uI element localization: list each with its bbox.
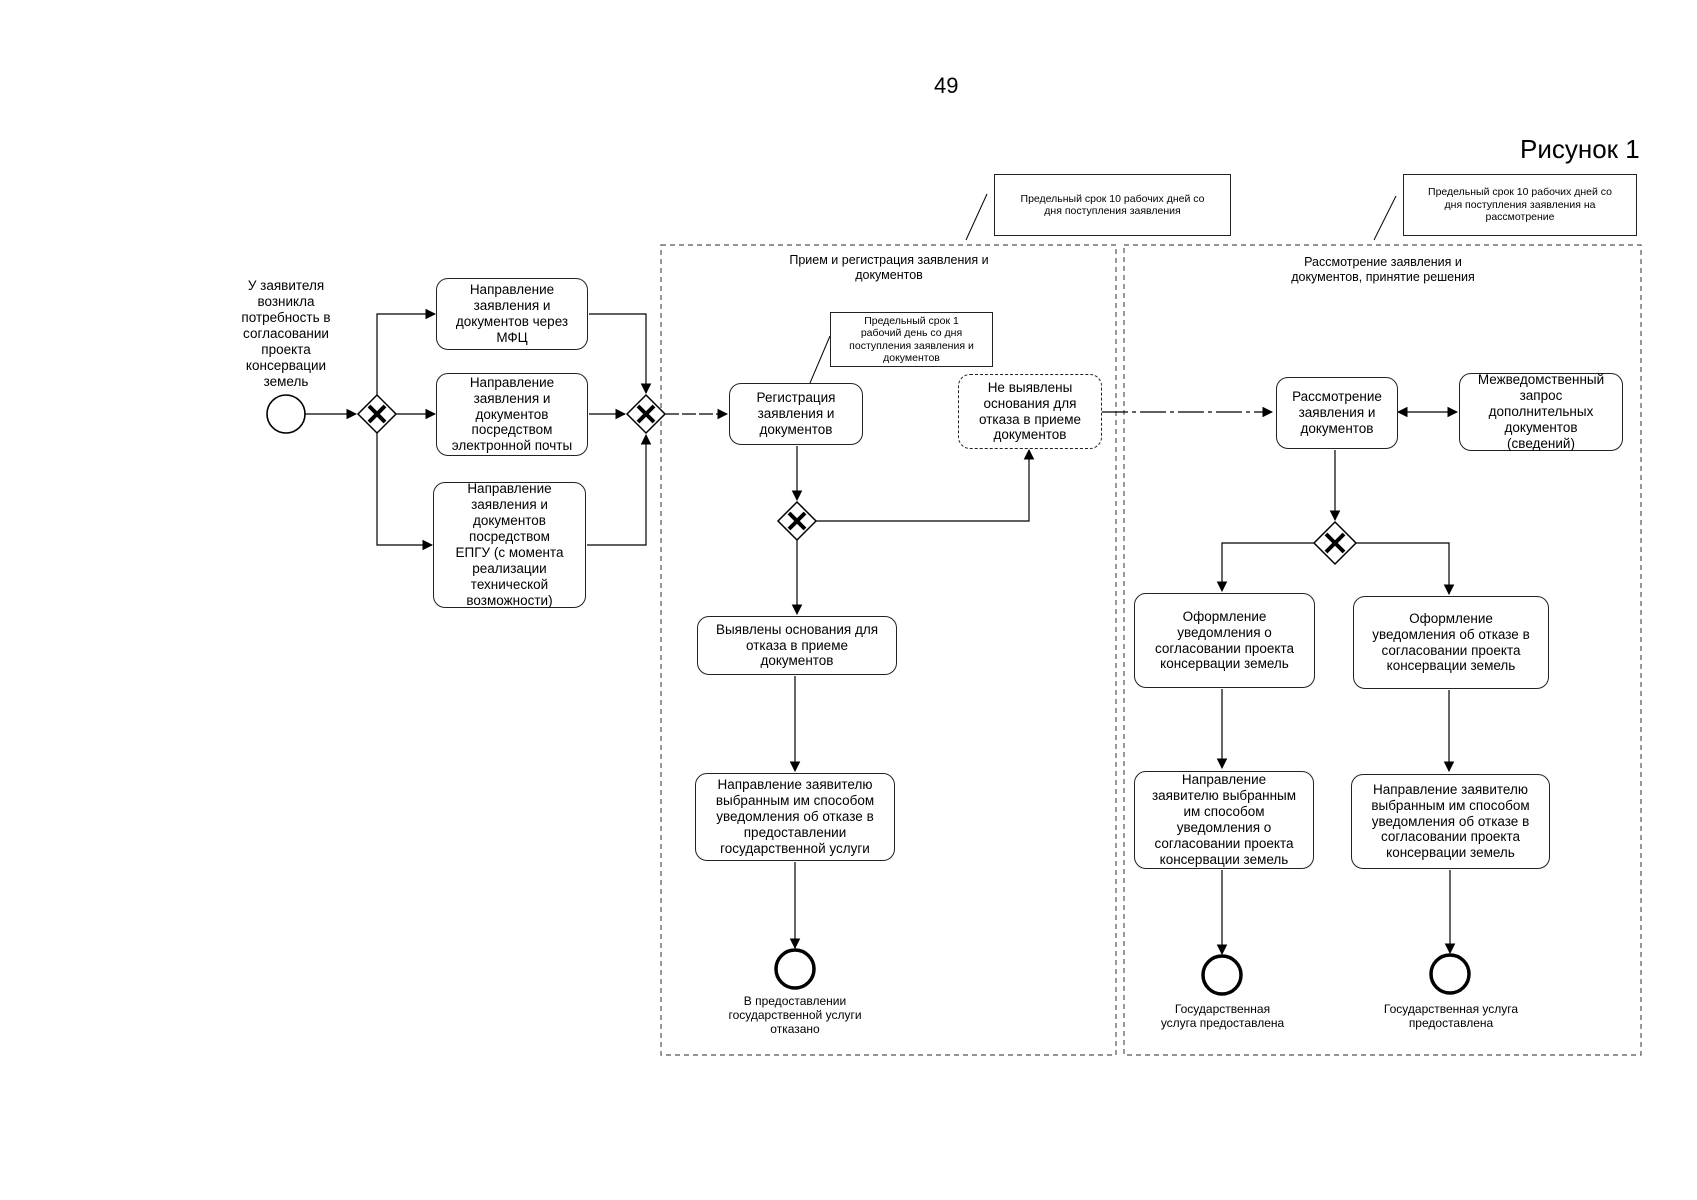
task-via-mfc: Направление заявления и документов через… <box>436 278 588 350</box>
gateway-check <box>776 500 818 542</box>
flow-split-to-epgu <box>376 433 434 551</box>
task-via-epgu: Направление заявления и документов посре… <box>433 481 586 608</box>
task-send-refusal-approval: Направление заявителю выбранным им спосо… <box>1351 774 1550 869</box>
note-intake-deadline: Предельный срок 10 рабочих дней со дня п… <box>994 174 1231 236</box>
pool-intake-title: Прием и регистрация заявления и документ… <box>789 253 989 282</box>
note-connector-intake <box>965 193 988 241</box>
pool-review-title: Рассмотрение заявления и документов, при… <box>1291 255 1475 284</box>
end-event-provided-1 <box>1201 954 1243 996</box>
end-event-provided-2-label: Государственная услуга предоставлена <box>1383 1002 1519 1031</box>
flow-split-to-mfc <box>376 308 437 395</box>
task-grounds-found: Выявлены основания для отказа в приеме д… <box>697 616 897 675</box>
task-send-approval: Направление заявителю выбранным им спосо… <box>1134 771 1314 869</box>
start-event-label: У заявителя возникла потребность в согла… <box>241 278 331 389</box>
note-connector-review <box>1373 195 1397 241</box>
note-registration-deadline: Предельный срок 1 рабочий день со дня по… <box>830 312 993 367</box>
pool-intake <box>660 244 1117 1056</box>
pool-review <box>1123 244 1642 1056</box>
start-event <box>266 394 306 434</box>
figure-label: Рисунок 1 <box>1520 134 1640 164</box>
flow-epgu-to-merge <box>587 433 652 546</box>
end-event-provided-1-label: Государственная услуга предоставлена <box>1160 1002 1285 1031</box>
task-no-grounds: Не выявлены основания для отказа в прием… <box>958 374 1102 449</box>
task-interagency-request: Межведомственный запрос дополнительных д… <box>1459 372 1623 451</box>
flow-mfc-to-merge <box>589 313 652 395</box>
task-refusal-notice: Оформление уведомления об отказе в согла… <box>1353 596 1549 689</box>
flow-check-to-no-grounds <box>816 448 1035 522</box>
flow-decision-to-refusal <box>1356 542 1455 596</box>
task-via-email: Направление заявления и документов посре… <box>436 373 588 456</box>
page-number: 49 <box>934 73 959 98</box>
end-event-refused-label: В предоставлении государственной услуги … <box>728 994 862 1037</box>
end-event-provided-2 <box>1429 953 1471 995</box>
task-registration: Регистрация заявления и документов <box>729 383 863 445</box>
gateway-split <box>356 393 398 435</box>
task-approval-notice: Оформление уведомления о согласовании пр… <box>1134 593 1315 688</box>
end-event-refused <box>774 948 816 990</box>
flow-decision-to-approval <box>1216 542 1314 593</box>
note-review-deadline: Предельный срок 10 рабочих дней со дня п… <box>1403 174 1637 236</box>
task-send-refusal: Направление заявителю выбранным им спосо… <box>695 773 895 861</box>
task-review: Рассмотрение заявления и документов <box>1276 377 1398 449</box>
gateway-merge <box>625 393 667 435</box>
gateway-decision <box>1312 520 1358 566</box>
note-connector-registration <box>809 335 831 384</box>
